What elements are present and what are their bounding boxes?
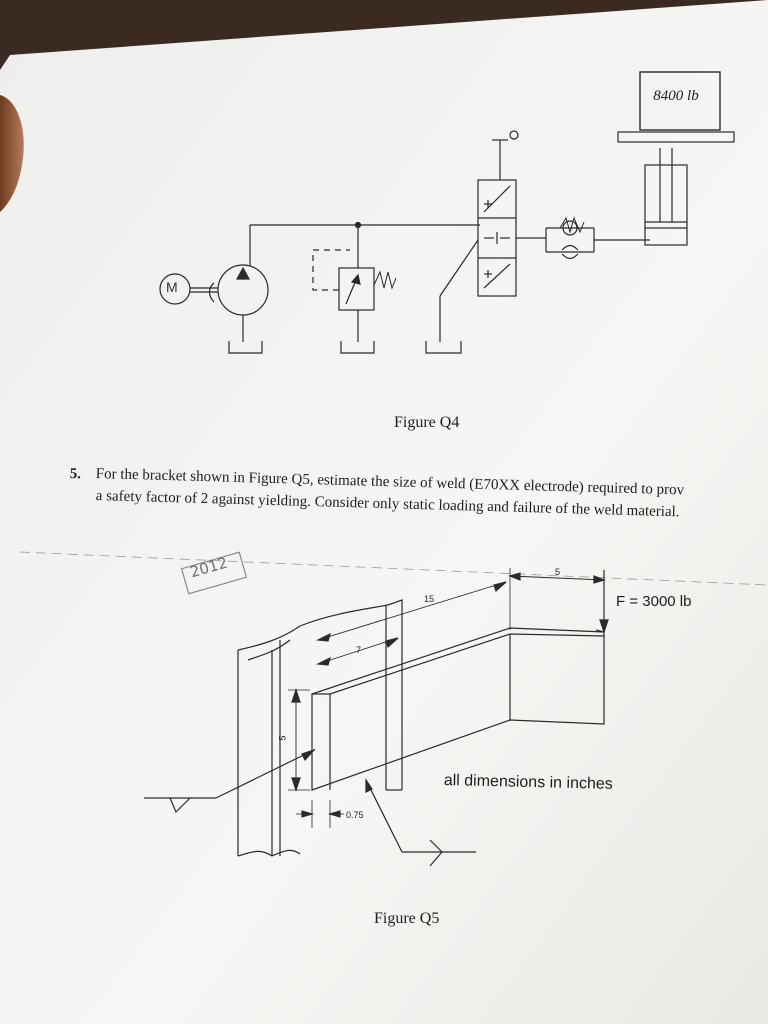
figure-q4-caption: Figure Q4 [394,414,460,431]
motor-icon [159,273,191,305]
load-weight-label: 8400 lb [653,88,699,104]
figure-q4-hydraulic-circuit [159,71,735,354]
tank-icon-2 [340,341,375,354]
tank-icon-3 [425,341,462,354]
tank-icon-1 [228,341,263,354]
cylinder-platform [617,131,735,143]
dimension-weld-thickness: 0.75 [346,810,364,820]
force-label: F = 3000 lb [616,593,692,610]
check-valve-icon [562,220,578,236]
question-number: 5. [69,466,82,483]
finger [0,95,24,212]
dimension-top-offset: 5 [555,567,561,577]
dimensions-note: all dimensions in inches [443,772,613,793]
dimension-height: 5 [277,735,288,741]
relief-valve-icon [338,267,375,311]
motor-label: M [166,279,178,295]
dimension-depth: 7 [356,645,362,655]
hydraulic-cylinder-icon [644,164,688,246]
load-box [639,71,721,131]
figure-q5-caption: Figure Q5 [374,910,440,927]
dimension-length: 15 [424,594,435,604]
figure-q5-bracket [19,551,768,867]
